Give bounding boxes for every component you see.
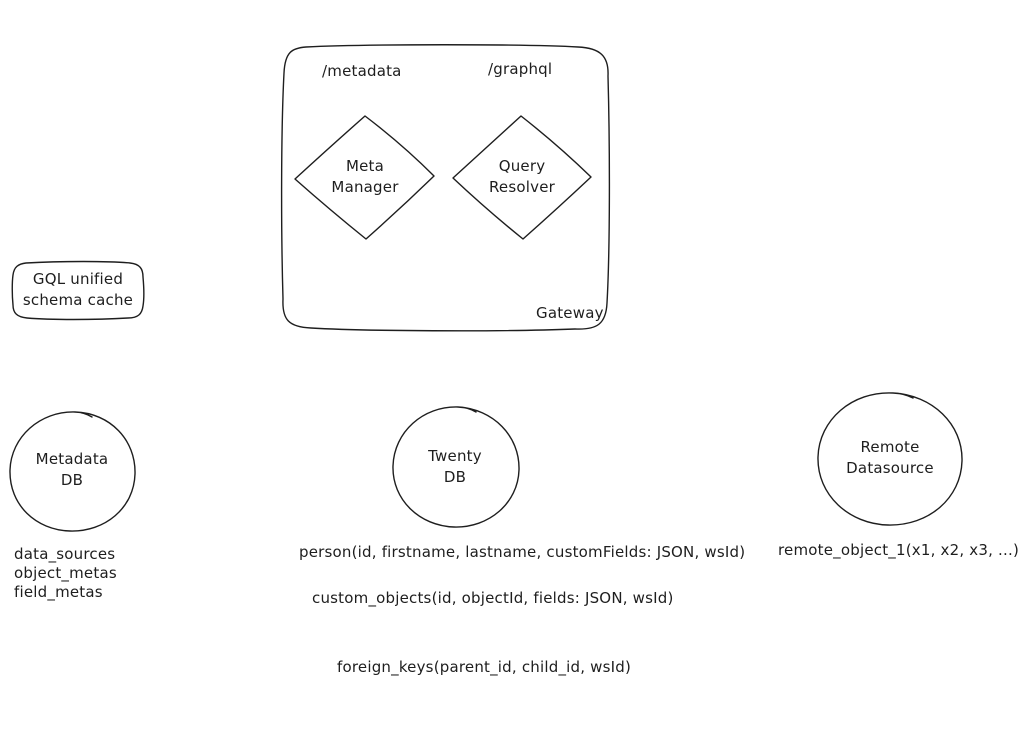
twenty-db-table-foreign-keys: foreign_keys(parent_id, child_id, wsId): [337, 658, 632, 676]
cache-box-shape: [11, 260, 145, 321]
meta-manager-diamond-shape: [294, 115, 435, 240]
remote-datasource-circle-shape: [817, 392, 963, 526]
endpoint-graphql-label: /graphql: [488, 60, 553, 78]
metadata-db-table-data-sources: data_sources: [14, 545, 116, 563]
schema-cache-label: GQL unified schema cache: [22, 270, 134, 309]
twenty-db-table-person: person(id, firstname, lastname, customFi…: [299, 543, 746, 561]
metadata-db-circle-shape: [9, 411, 136, 532]
twenty-db-table-custom-objects: custom_objects(id, objectId, fields: JSO…: [312, 589, 674, 607]
remote-datasource-node-label: Remote Datasource: [846, 438, 934, 477]
twenty-db-circle-shape: [392, 406, 520, 528]
metadata-db-node-label: Metadata DB: [35, 450, 109, 489]
query-resolver-node-label: Query Resolver: [488, 157, 555, 196]
remote-datasource-table-remote-object: remote_object_1(x1, x2, x3, ...): [778, 541, 1020, 559]
meta-manager-node-label: Meta Manager: [331, 157, 399, 196]
query-resolver-diamond-shape: [452, 115, 592, 240]
gateway-box-shape: [280, 44, 611, 332]
gateway-box-label: Gateway: [536, 304, 604, 322]
twenty-db-node-label: Twenty DB: [428, 447, 482, 486]
metadata-db-table-field-metas: field_metas: [14, 583, 103, 601]
endpoint-metadata-label: /metadata: [322, 62, 402, 80]
metadata-db-table-object-metas: object_metas: [14, 564, 117, 582]
